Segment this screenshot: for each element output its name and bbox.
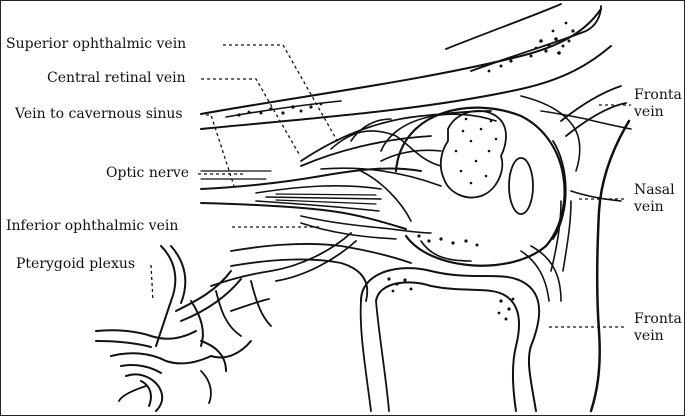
bone-stipple-top: [237, 22, 574, 117]
label-inferior-ophthalmic-vein: Inferior ophthalmic vein: [6, 219, 178, 234]
label-nasal-vein-line1: Nasal: [634, 183, 675, 198]
label-frontal-vein-bottom-line2: vein: [634, 329, 664, 344]
label-frontal-vein-top-line2: vein: [634, 105, 664, 120]
orbital-roof-bone: [201, 4, 611, 129]
eyeball: [381, 108, 566, 266]
label-nasal-vein-line2: vein: [634, 200, 664, 215]
label-pterygoid-plexus: Pterygoid plexus: [16, 257, 135, 272]
optic-nerve-cone: [201, 169, 421, 229]
label-vein-to-cavernous-sinus: Vein to cavernous sinus: [15, 107, 183, 122]
inferior-vein-branches: [211, 233, 561, 301]
label-optic-nerve: Optic nerve: [106, 166, 189, 181]
label-superior-ophthalmic-vein: Superior ophthalmic vein: [6, 37, 186, 52]
label-central-retinal-vein: Central retinal vein: [47, 71, 186, 86]
label-frontal-vein-top-line1: Fronta: [634, 88, 682, 103]
maxilla-stipple: [387, 277, 514, 320]
label-frontal-vein-bottom-line1: Fronta: [634, 312, 682, 327]
